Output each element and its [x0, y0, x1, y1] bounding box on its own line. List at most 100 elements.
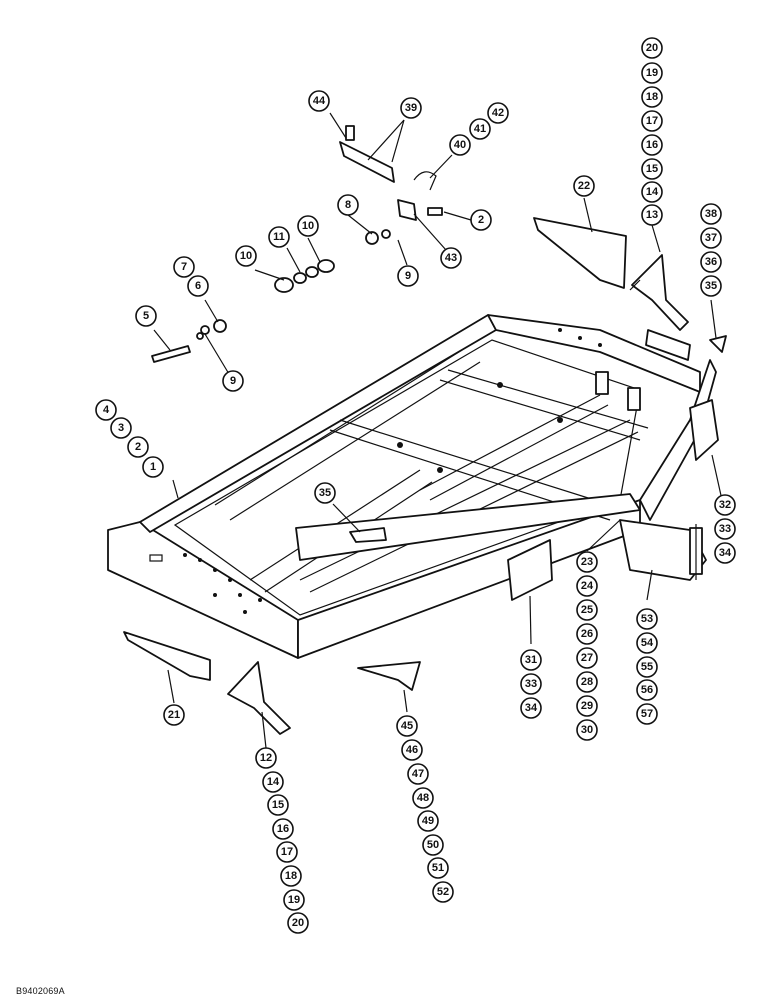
- loose-parts: [123, 125, 727, 735]
- svg-text:18: 18: [646, 91, 658, 103]
- callout-19-top: 19: [641, 62, 663, 84]
- svg-text:34: 34: [719, 547, 732, 559]
- svg-text:4: 4: [103, 404, 110, 416]
- svg-text:25: 25: [581, 604, 593, 616]
- svg-text:33: 33: [525, 678, 537, 690]
- svg-text:55: 55: [641, 661, 653, 673]
- callout-22: 22: [573, 175, 595, 197]
- svg-text:36: 36: [705, 256, 717, 268]
- callout-20-top: 20: [641, 37, 663, 59]
- callout-40: 40: [449, 134, 471, 156]
- callout-34-center: 34: [520, 697, 542, 719]
- callout-36: 36: [700, 251, 722, 273]
- svg-text:39: 39: [405, 102, 417, 114]
- svg-text:42: 42: [492, 107, 504, 119]
- svg-text:29: 29: [581, 700, 593, 712]
- svg-text:1: 1: [150, 461, 156, 473]
- svg-text:51: 51: [432, 862, 444, 874]
- callout-45: 45: [396, 715, 418, 737]
- callout-7: 7: [173, 256, 195, 278]
- callout-10-left: 10: [235, 245, 257, 267]
- svg-text:16: 16: [277, 823, 289, 835]
- callout-42: 42: [487, 102, 509, 124]
- svg-text:15: 15: [272, 799, 284, 811]
- callouts: 44 39 42 41 40 8 2 43 9 10 11 10 7 6 5 9…: [95, 37, 736, 934]
- callout-41: 41: [469, 118, 491, 140]
- svg-text:17: 17: [281, 846, 293, 858]
- callout-51: 51: [427, 857, 449, 879]
- svg-text:52: 52: [437, 886, 449, 898]
- callout-34-right: 34: [714, 542, 736, 564]
- svg-text:46: 46: [406, 744, 418, 756]
- svg-text:3: 3: [118, 422, 124, 434]
- svg-text:13: 13: [646, 209, 658, 221]
- svg-text:38: 38: [705, 208, 717, 220]
- callout-57: 57: [636, 703, 658, 725]
- callout-3: 3: [110, 417, 132, 439]
- main-frame: [107, 314, 717, 659]
- svg-text:10: 10: [240, 250, 252, 262]
- callout-21: 21: [163, 704, 185, 726]
- callout-18-top: 18: [641, 86, 663, 108]
- callout-33-center: 33: [520, 673, 542, 695]
- svg-text:5: 5: [143, 310, 149, 322]
- svg-text:28: 28: [581, 676, 593, 688]
- svg-text:17: 17: [646, 115, 658, 127]
- svg-text:35: 35: [705, 280, 717, 292]
- callout-35-right: 35: [700, 275, 722, 297]
- callout-13: 13: [641, 204, 663, 226]
- svg-text:19: 19: [288, 894, 300, 906]
- svg-text:8: 8: [345, 199, 351, 211]
- callout-15-top: 15: [641, 158, 663, 180]
- svg-text:48: 48: [417, 792, 429, 804]
- svg-text:18: 18: [285, 870, 297, 882]
- callout-25: 25: [576, 599, 598, 621]
- callout-9-top: 9: [397, 265, 419, 287]
- svg-text:10: 10: [302, 220, 314, 232]
- svg-text:14: 14: [646, 186, 659, 198]
- callout-35-center: 35: [314, 482, 336, 504]
- callout-23: 23: [576, 551, 598, 573]
- callout-16-top: 16: [641, 134, 663, 156]
- callout-52: 52: [432, 881, 454, 903]
- svg-text:49: 49: [422, 815, 434, 827]
- svg-text:9: 9: [405, 270, 411, 282]
- leader-lines: [153, 112, 723, 749]
- svg-text:9: 9: [230, 375, 236, 387]
- callout-2-top: 2: [470, 209, 492, 231]
- callout-56: 56: [636, 679, 658, 701]
- svg-text:21: 21: [168, 709, 180, 721]
- callout-55: 55: [636, 656, 658, 678]
- callout-9-left: 9: [222, 370, 244, 392]
- callout-44: 44: [308, 90, 330, 112]
- svg-text:26: 26: [581, 628, 593, 640]
- svg-text:24: 24: [581, 580, 594, 592]
- svg-text:6: 6: [195, 280, 201, 292]
- callout-1: 1: [142, 456, 164, 478]
- svg-text:31: 31: [525, 654, 537, 666]
- svg-text:57: 57: [641, 708, 653, 720]
- svg-text:56: 56: [641, 684, 653, 696]
- svg-text:7: 7: [181, 261, 187, 273]
- svg-text:33: 33: [719, 523, 731, 535]
- svg-text:22: 22: [578, 180, 590, 192]
- callout-50: 50: [422, 834, 444, 856]
- svg-text:53: 53: [641, 613, 653, 625]
- svg-text:15: 15: [646, 163, 658, 175]
- svg-text:35: 35: [319, 487, 331, 499]
- callout-49: 49: [417, 810, 439, 832]
- callout-24: 24: [576, 575, 598, 597]
- svg-text:45: 45: [401, 720, 413, 732]
- svg-text:12: 12: [260, 752, 272, 764]
- callout-14-bottom: 14: [262, 771, 284, 793]
- callout-28: 28: [576, 671, 598, 693]
- svg-text:34: 34: [525, 702, 538, 714]
- svg-text:11: 11: [273, 231, 285, 243]
- callout-6: 6: [187, 275, 209, 297]
- callout-2-left: 2: [127, 436, 149, 458]
- callout-29: 29: [576, 695, 598, 717]
- callout-30: 30: [576, 719, 598, 741]
- callout-37: 37: [700, 227, 722, 249]
- callout-17-top: 17: [641, 110, 663, 132]
- callout-33-right: 33: [714, 518, 736, 540]
